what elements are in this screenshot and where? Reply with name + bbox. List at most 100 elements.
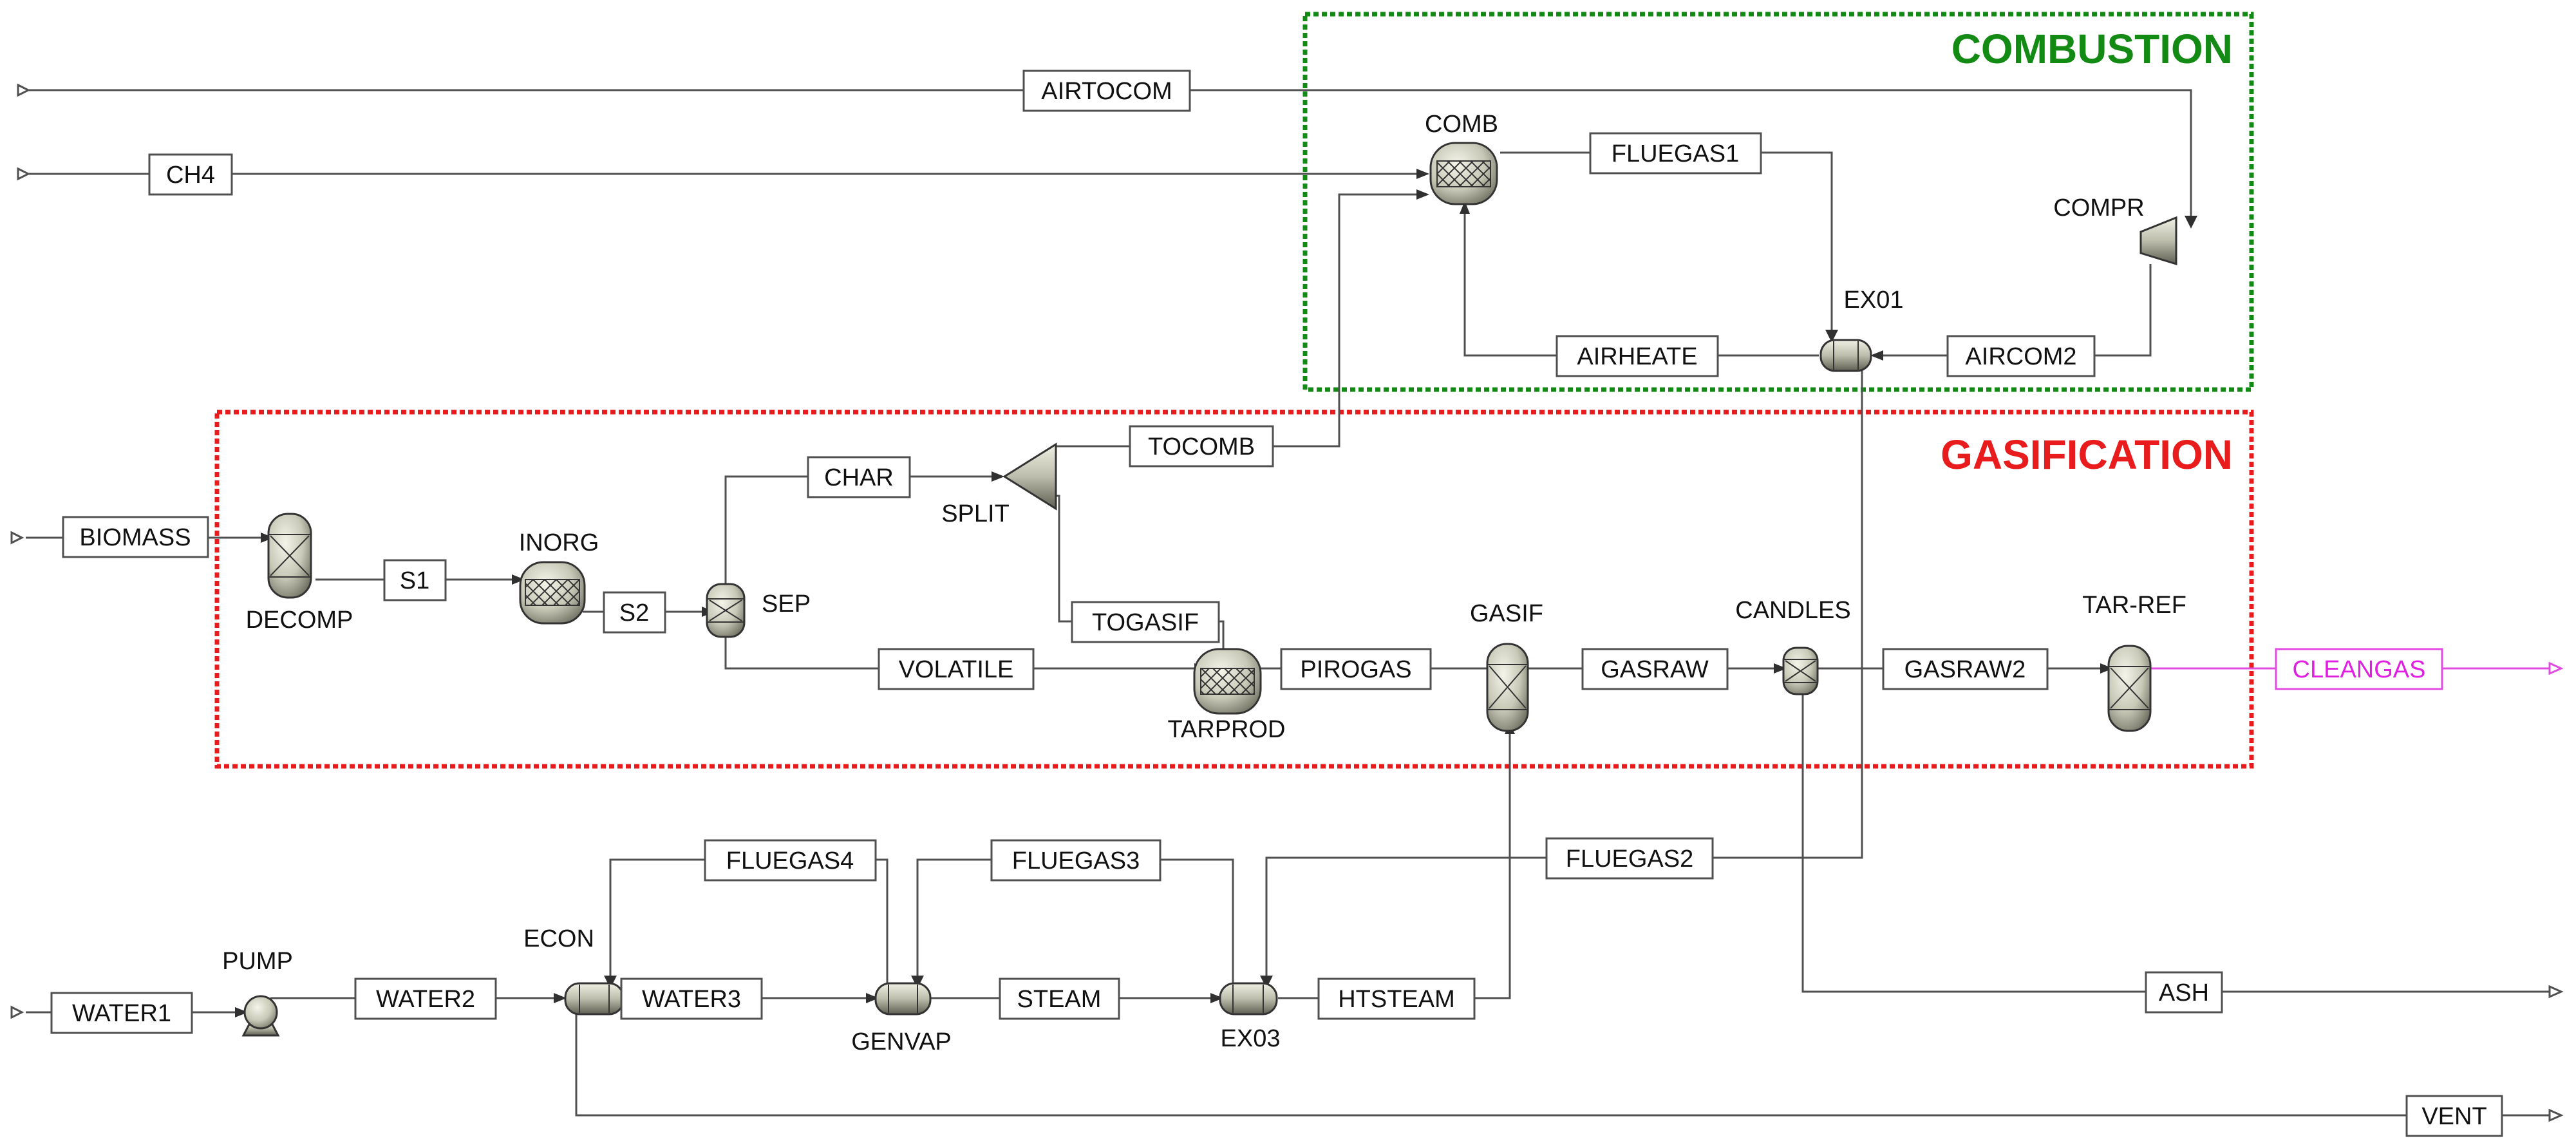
stream-tocomb-line[interactable]	[1056, 193, 1416, 448]
genvap-heat-exchanger-icon[interactable]	[874, 982, 932, 1015]
stream-ash-line[interactable]	[1801, 692, 2550, 993]
tarprod-label: TARPROD	[1168, 716, 1286, 743]
stream-label-fluegas1[interactable]: FLUEGAS1	[1589, 132, 1762, 175]
combustion-zone-box	[1302, 12, 2254, 392]
product-arrow-vent	[2548, 1108, 2564, 1122]
feed-arrow-biomass	[10, 531, 24, 545]
stream-label-water3[interactable]: WATER3	[620, 978, 763, 1020]
comb-reactor-icon[interactable]	[1429, 142, 1498, 205]
svg-text:GASRAW2: GASRAW2	[1904, 656, 2026, 683]
stream-label-fluegas4[interactable]: FLUEGAS4	[704, 839, 877, 882]
decomp-label: DECOMP	[246, 607, 353, 634]
stream-label-char[interactable]: CHAR	[807, 456, 911, 498]
sep-separator-icon[interactable]	[706, 583, 746, 638]
stream-fluegas1-line[interactable]	[1500, 151, 1833, 335]
svg-text:TOCOMB: TOCOMB	[1148, 433, 1255, 460]
gasif-label: GASIF	[1470, 600, 1543, 627]
stream-togasif-line[interactable]	[1056, 495, 1225, 663]
compr-label: COMPR	[2053, 194, 2144, 222]
svg-text:GASRAW: GASRAW	[1601, 656, 1709, 683]
stream-label-water2[interactable]: WATER2	[354, 978, 497, 1020]
ex01-heat-exchanger-icon[interactable]	[1819, 339, 1872, 372]
econ-heat-exchanger-icon[interactable]	[564, 982, 625, 1015]
svg-text:AIRHEATE: AIRHEATE	[1577, 343, 1697, 370]
product-arrow-ash	[2548, 985, 2564, 999]
inorg-reactor-icon[interactable]	[519, 561, 586, 625]
stream-label-airheate[interactable]: AIRHEATE	[1556, 335, 1719, 377]
pump-label: PUMP	[222, 948, 293, 975]
feed-arrow-ch4	[17, 167, 31, 181]
stream-label-vent[interactable]: VENT	[2405, 1095, 2503, 1137]
stream-label-airtocom[interactable]: AIRTOCOM	[1022, 70, 1191, 112]
tarref-reactor-icon[interactable]	[2107, 645, 2152, 732]
stream-label-s1[interactable]: S1	[383, 559, 447, 601]
stream-label-pirogas[interactable]: PIROGAS	[1280, 648, 1432, 690]
feed-arrow-water1	[10, 1005, 24, 1019]
svg-text:STEAM: STEAM	[1017, 986, 1102, 1013]
ex03-heat-exchanger-icon[interactable]	[1219, 982, 1278, 1015]
svg-text:PIROGAS: PIROGAS	[1300, 656, 1411, 683]
tarprod-reactor-icon[interactable]	[1193, 648, 1262, 715]
stream-label-gasraw2[interactable]: GASRAW2	[1882, 648, 2049, 690]
svg-text:ASH: ASH	[2159, 979, 2209, 1006]
genvap-label: GENVAP	[851, 1028, 952, 1055]
split-splitter-icon[interactable]	[1002, 442, 1057, 511]
pump-icon[interactable]	[241, 995, 280, 1037]
stream-htsteam-line[interactable]	[1278, 734, 1511, 999]
split-label: SPLIT	[941, 500, 1010, 527]
stream-label-water1[interactable]: WATER1	[50, 992, 193, 1034]
ex01-label: EX01	[1844, 287, 1904, 314]
econ-label: ECON	[523, 925, 594, 952]
stream-vent-line[interactable]	[575, 1012, 2550, 1117]
stream-label-s2[interactable]: S2	[603, 591, 666, 634]
comb-label: COMB	[1425, 111, 1498, 138]
svg-text:S1: S1	[400, 567, 429, 594]
feed-arrow-airtocom	[17, 83, 31, 97]
stream-label-fluegas2[interactable]: FLUEGAS2	[1545, 837, 1714, 880]
product-arrow-cleangas	[2548, 661, 2564, 675]
stream-airtocom-line[interactable]	[26, 89, 2192, 222]
gasif-reactor-icon[interactable]	[1486, 643, 1529, 732]
candles-filter-icon[interactable]	[1782, 647, 1819, 695]
stream-label-biomass[interactable]: BIOMASS	[62, 516, 209, 558]
svg-text:FLUEGAS4: FLUEGAS4	[726, 847, 854, 874]
svg-text:WATER3: WATER3	[642, 986, 741, 1013]
stream-airheate-line[interactable]	[1463, 213, 1819, 357]
svg-text:TOGASIF: TOGASIF	[1092, 609, 1199, 636]
decomp-reactor-icon[interactable]	[267, 513, 312, 599]
stream-label-ash[interactable]: ASH	[2145, 971, 2223, 1014]
svg-text:WATER2: WATER2	[376, 986, 475, 1013]
svg-text:AIRTOCOM: AIRTOCOM	[1041, 78, 1172, 105]
stream-label-cleangas[interactable]: CLEANGAS	[2275, 648, 2443, 690]
svg-text:AIRCOM2: AIRCOM2	[1965, 343, 2076, 370]
stream-label-gasraw[interactable]: GASRAW	[1581, 648, 1729, 690]
combustion-zone-title: COMBUSTION	[1951, 26, 2233, 72]
svg-text:WATER1: WATER1	[72, 1000, 171, 1027]
candles-label: CANDLES	[1735, 597, 1851, 624]
svg-text:BIOMASS: BIOMASS	[79, 524, 191, 551]
svg-text:CH4: CH4	[166, 162, 215, 189]
stream-label-volatile[interactable]: VOLATILE	[878, 648, 1035, 690]
tarref-label: TAR-REF	[2082, 592, 2186, 619]
stream-label-ch4[interactable]: CH4	[148, 153, 233, 196]
gasification-zone-box	[214, 410, 2254, 769]
stream-label-aircom2[interactable]: AIRCOM2	[1946, 335, 2096, 377]
compr-compressor-icon[interactable]	[2139, 216, 2177, 266]
svg-text:FLUEGAS2: FLUEGAS2	[1566, 845, 1694, 873]
sep-label: SEP	[762, 590, 811, 618]
svg-text:CLEANGAS: CLEANGAS	[2293, 656, 2426, 683]
svg-text:HTSTEAM: HTSTEAM	[1338, 986, 1455, 1013]
ex03-label: EX03	[1221, 1025, 1281, 1052]
stream-label-tocomb[interactable]: TOCOMB	[1129, 425, 1274, 468]
stream-label-togasif[interactable]: TOGASIF	[1071, 601, 1220, 643]
svg-text:FLUEGAS1: FLUEGAS1	[1612, 140, 1740, 167]
stream-volatile-line[interactable]	[724, 634, 1194, 670]
svg-text:S2: S2	[619, 600, 649, 627]
svg-text:VOLATILE: VOLATILE	[899, 656, 1014, 683]
stream-label-fluegas3[interactable]: FLUEGAS3	[990, 839, 1161, 882]
gasification-zone-title: GASIFICATION	[1941, 431, 2233, 478]
stream-label-htsteam[interactable]: HTSTEAM	[1317, 978, 1476, 1020]
svg-text:CHAR: CHAR	[824, 464, 894, 491]
stream-label-steam[interactable]: STEAM	[999, 978, 1120, 1020]
